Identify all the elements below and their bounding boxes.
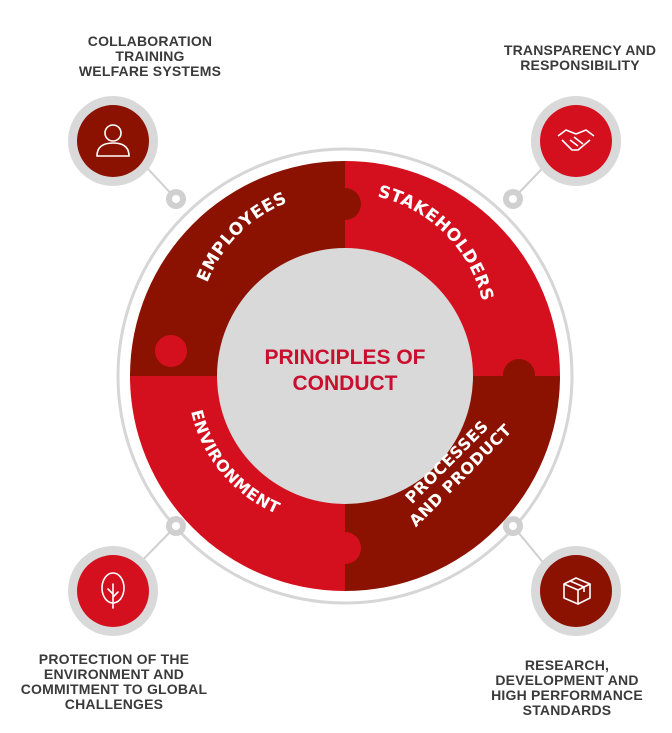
person-icon [96, 124, 130, 157]
caption-line: TRAINING [115, 48, 185, 64]
caption-environment: PROTECTION OF THE ENVIRONMENT AND COMMIT… [0, 652, 228, 712]
handshake-icon [557, 129, 595, 151]
caption-line: COMMITMENT TO GLOBAL [20, 681, 208, 697]
caption-line: PROTECTION OF THE [38, 651, 190, 667]
caption-line: HIGH PERFORMANCE [491, 687, 643, 703]
box-icon [563, 577, 591, 605]
bubble-stakeholders [531, 96, 621, 186]
caption-line: RESPONSIBILITY [520, 57, 640, 73]
puzzle-tabs [155, 188, 535, 564]
center-title-line2: CONDUCT [293, 372, 398, 395]
center-circle [217, 248, 473, 504]
bubble-environment [68, 546, 158, 636]
caption-line: CHALLENGES [64, 696, 164, 712]
caption-line: DEVELOPMENT AND [495, 672, 639, 688]
bubble-employees [68, 96, 158, 186]
caption-line: WELFARE SYSTEMS [78, 63, 222, 79]
tree-icon [101, 572, 125, 609]
caption-line: ENVIRONMENT AND [43, 666, 185, 682]
caption-stakeholders: TRANSPARENCY AND RESPONSIBILITY [460, 43, 672, 73]
bubble-processes [531, 546, 621, 636]
caption-line: STANDARDS [522, 702, 612, 718]
caption-processes: RESEARCH, DEVELOPMENT AND HIGH PERFORMAN… [462, 658, 672, 718]
outer-ring [116, 147, 574, 605]
caption-line: RESEARCH, [524, 657, 610, 673]
ring-dots [166, 189, 523, 536]
caption-line: TRANSPARENCY AND [503, 42, 657, 58]
caption-line: COLLABORATION [87, 33, 213, 49]
center-title-line1: PRINCIPLES OF [264, 346, 425, 369]
caption-employees: COLLABORATION TRAINING WELFARE SYSTEMS [40, 34, 260, 79]
